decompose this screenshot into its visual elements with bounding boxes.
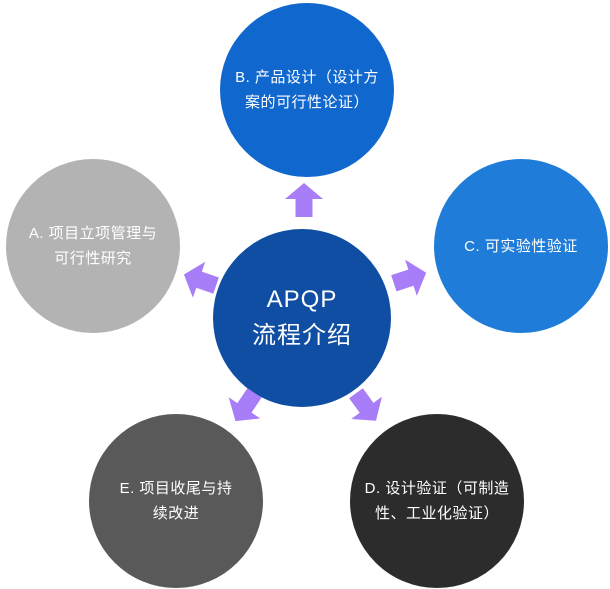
node-b-product-design: B. 产品设计（设计方 案的可行性论证） (220, 3, 394, 177)
node-a-label: A. 项目立项管理与 可行性研究 (28, 225, 158, 267)
arrow-upper-right-icon (391, 259, 427, 296)
node-d-design-verification: D. 设计验证（可制造 性、工业化验证） (350, 414, 524, 588)
node-e-project-closure: E. 项目收尾与持 续改进 (89, 414, 263, 588)
node-e-label: E. 项目收尾与持 续改进 (119, 480, 233, 522)
center-label: APQP 流程介绍 (252, 286, 352, 349)
node-d-label: D. 设计验证（可制造 性、工业化验证） (364, 480, 510, 522)
node-a-project-initiation: A. 项目立项管理与 可行性研究 (6, 159, 180, 333)
node-b-label: B. 产品设计（设计方 案的可行性论证） (235, 69, 379, 111)
node-c-testability-verification: C. 可实验性验证 (434, 159, 608, 333)
center-circle-apqp: APQP 流程介绍 (213, 229, 391, 407)
arrow-up-icon (285, 183, 323, 217)
node-c-label: C. 可实验性验证 (464, 237, 578, 255)
